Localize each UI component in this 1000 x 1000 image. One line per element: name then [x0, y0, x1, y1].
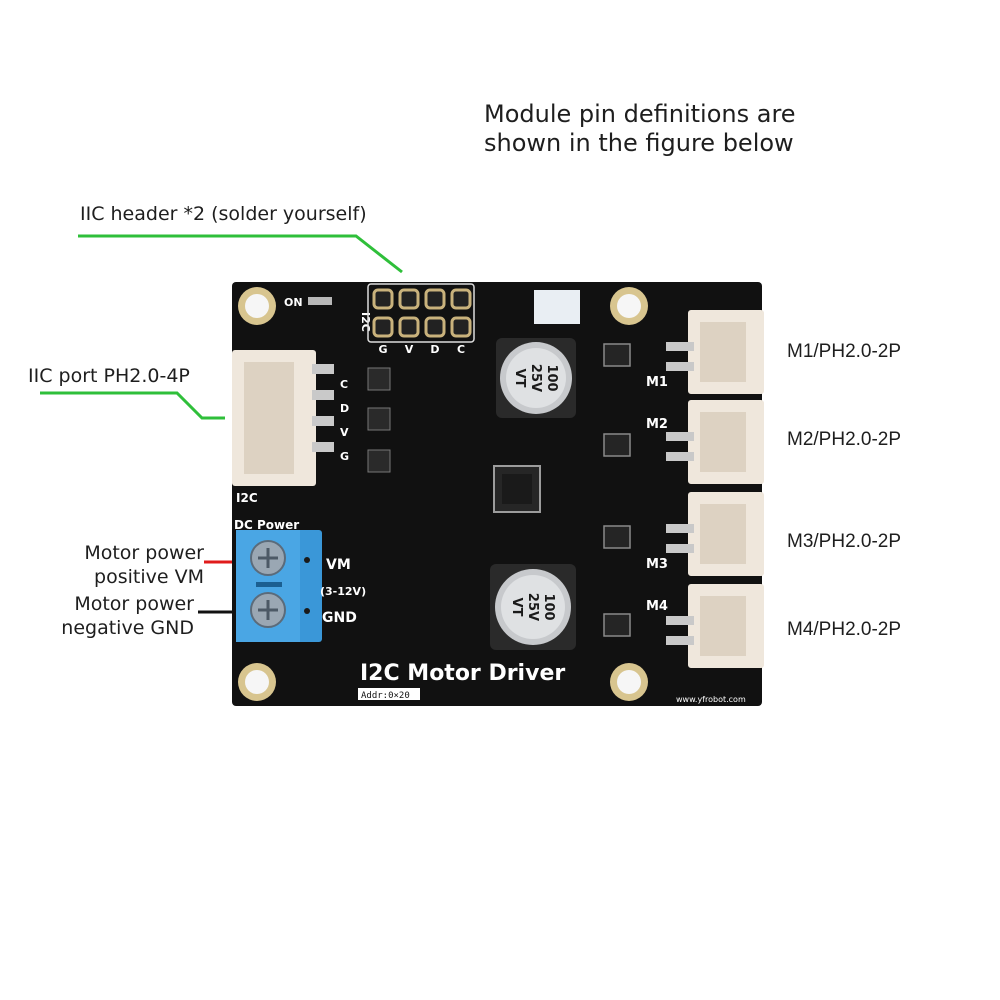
header-pin-g: G	[378, 343, 387, 356]
gnd-callout-line-1: Motor power	[74, 593, 194, 615]
page-heading: Module pin definitions are shown in the …	[484, 100, 796, 158]
board-m1-label: M1	[646, 375, 668, 390]
white-label-sticker	[534, 290, 580, 324]
voltage-range-label: (3-12V)	[320, 585, 366, 598]
heading-line-2: shown in the figure below	[484, 129, 794, 157]
board-m3-label: M3	[646, 557, 668, 572]
motor-connector-m3	[666, 492, 764, 576]
dc-power-label: DC Power	[234, 518, 299, 532]
board-website: www.yfrobot.com	[676, 695, 746, 704]
motor-connector-m1	[666, 310, 764, 394]
capacitor-top-text: 100 25V VT	[512, 364, 559, 392]
vm-callout: Motor power positive VM	[70, 541, 204, 589]
vm-callout-line-1: Motor power	[84, 542, 204, 564]
m2-callout: M2/PH2.0-2P	[787, 429, 902, 450]
address-box	[358, 688, 420, 700]
port-pin-c: C	[340, 378, 348, 391]
gnd-callout-line-2: negative GND	[61, 617, 194, 639]
dc-power-terminal	[236, 530, 322, 642]
on-label: ON	[284, 296, 303, 309]
iic-port-leader	[40, 391, 225, 420]
iic-pin-header	[367, 283, 475, 343]
i2c-port-label: I2C	[236, 491, 258, 505]
port-pin-v: V	[340, 426, 349, 439]
vm-pin-label: VM	[326, 557, 351, 573]
svg-text:25V: 25V	[528, 364, 543, 392]
power-led	[308, 297, 332, 305]
motor-driver-ics	[603, 343, 631, 637]
svg-text:100: 100	[544, 364, 559, 391]
controller-chip	[493, 465, 541, 513]
capacitor-bottom	[490, 564, 576, 650]
svg-text:25V: 25V	[525, 593, 540, 621]
svg-text:100: 100	[541, 593, 556, 620]
header-pin-v: V	[405, 343, 414, 356]
header-pin-c: C	[457, 343, 465, 356]
i2c-vertical-label: I2C	[359, 312, 372, 332]
iic-header-callout: IIC header *2 (solder yourself)	[80, 203, 367, 225]
header-pin-d: D	[430, 343, 439, 356]
heading-line-1: Module pin definitions are	[484, 100, 796, 128]
mounting-holes	[238, 287, 648, 701]
gnd-callout: Motor power negative GND	[52, 592, 194, 640]
capacitor-top	[496, 338, 576, 418]
motor-connector-m2	[666, 400, 764, 484]
board-address: Addr:0×20	[361, 691, 410, 701]
capacitor-bottom-text: 100 25V VT	[509, 593, 556, 621]
mosfets	[367, 367, 391, 473]
m3-callout: M3/PH2.0-2P	[787, 531, 902, 552]
port-pin-d: D	[340, 402, 349, 415]
iic-ph2-connector	[232, 350, 334, 486]
iic-port-callout: IIC port PH2.0-4P	[28, 365, 190, 387]
board-m2-label: M2	[646, 417, 668, 432]
gnd-pin-label: GND	[322, 610, 357, 626]
board-m4-label: M4	[646, 599, 668, 614]
svg-text:VT: VT	[509, 598, 524, 617]
m1-callout: M1/PH2.0-2P	[787, 341, 902, 362]
motor-connector-m4	[666, 584, 764, 668]
port-pin-g: G	[340, 450, 349, 463]
svg-text:VT: VT	[512, 369, 527, 388]
m4-callout: M4/PH2.0-2P	[787, 619, 902, 640]
board-title: I2C Motor Driver	[360, 661, 565, 686]
vm-callout-line-2: positive VM	[94, 566, 204, 588]
iic-header-leader	[78, 234, 403, 274]
